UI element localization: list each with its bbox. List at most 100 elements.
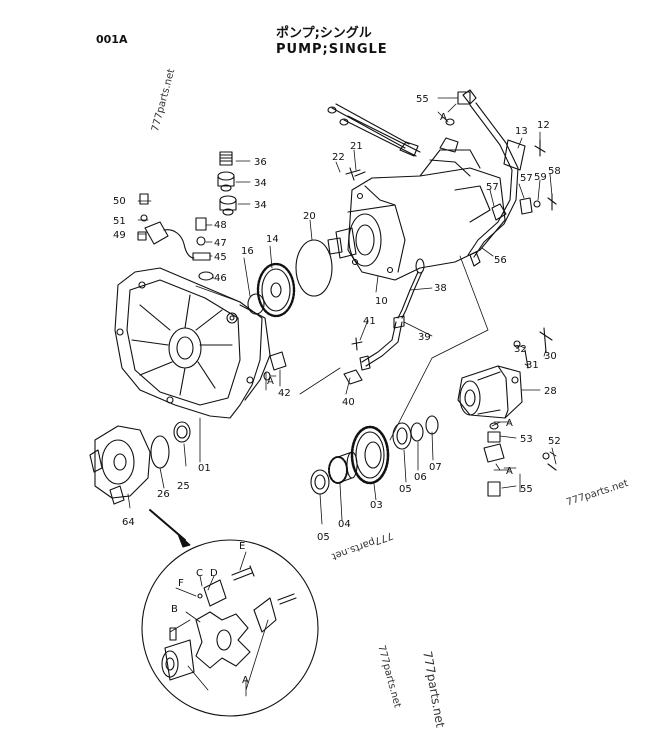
gear-03: [350, 425, 390, 485]
label-30: 30: [544, 351, 557, 362]
seal-25: [173, 421, 191, 443]
label-22: 22: [332, 152, 345, 163]
detail-bolt-E: [231, 565, 255, 581]
title-english: PUMP;SINGLE: [276, 42, 388, 57]
bolt-31: [524, 349, 529, 369]
label-53: 53: [520, 434, 533, 445]
label-26: 26: [157, 489, 170, 500]
label-48: 48: [214, 220, 227, 231]
ring-07: [425, 415, 439, 435]
sheet-code: 001A: [96, 33, 128, 46]
bolt-12: [534, 139, 546, 157]
bolt-22: [345, 167, 361, 181]
label-05a: 05: [317, 532, 330, 543]
oring-46: [198, 271, 214, 281]
plug-36: [219, 151, 233, 166]
label-31: 31: [526, 360, 539, 371]
label-A1: A: [440, 112, 447, 123]
label-57b: 57: [520, 173, 533, 184]
bracket-57b: [519, 197, 533, 215]
fitting-53: [487, 422, 501, 443]
plug-34b: [219, 195, 237, 216]
label-16: 16: [241, 246, 254, 257]
washer-59: [533, 200, 541, 208]
detail-spider-element: [195, 611, 251, 669]
fitting-48: [195, 217, 207, 231]
spacer-06: [410, 422, 424, 442]
ring-16: [247, 293, 265, 315]
tube-38: [397, 258, 425, 319]
pump-housing-01: [114, 267, 271, 419]
label-28: 28: [544, 386, 557, 397]
label-40: 40: [342, 397, 355, 408]
label-34a: 34: [254, 178, 267, 189]
detail-circle: [141, 539, 319, 717]
label-25: 25: [177, 481, 190, 492]
label-38: 38: [434, 283, 447, 294]
ring-26: [150, 435, 170, 469]
label-01: 01: [198, 463, 211, 474]
detail-arrow: [177, 533, 191, 548]
leader-lines: [127, 97, 557, 697]
label-E: E: [239, 541, 245, 552]
oring-47: [196, 236, 206, 246]
label-14: 14: [266, 234, 279, 245]
bracket-13: [503, 139, 526, 171]
bolt-42: [269, 351, 287, 371]
label-59: 59: [534, 172, 547, 183]
sensor-45: [192, 252, 211, 261]
label-20: 20: [303, 211, 316, 222]
label-55a: 55: [416, 94, 429, 105]
main-pump-body: [327, 137, 506, 281]
fitting-52: [483, 443, 557, 471]
label-C: C: [196, 568, 203, 579]
label-50: 50: [113, 196, 126, 207]
bearing-05b: [392, 422, 412, 450]
label-36: 36: [254, 157, 267, 168]
pilot-hose-56: [462, 89, 519, 267]
clamp-40: [343, 369, 363, 385]
washer-21: [354, 171, 366, 177]
label-57a: 57: [486, 182, 499, 193]
washer-32: [513, 340, 521, 348]
pipe-39: [359, 315, 405, 371]
plug-34a: [217, 171, 235, 192]
coupling-64: [89, 425, 151, 505]
detail-block-right: [253, 593, 297, 633]
label-41: 41: [363, 316, 376, 327]
label-F: F: [178, 578, 184, 589]
label-42: 42: [278, 388, 291, 399]
label-56: 56: [494, 255, 507, 266]
label-12: 12: [537, 120, 550, 131]
detail-hub: [161, 627, 195, 681]
label-64: 64: [122, 517, 135, 528]
label-45: 45: [214, 252, 227, 263]
oring-20: [295, 239, 333, 297]
bolt-58: [547, 193, 557, 211]
callout-labels: 01 03 04 05 05 06 07 10 12 13 14 16 20 2…: [113, 94, 561, 686]
control-rods: [327, 103, 421, 157]
fitting-55b: [487, 481, 501, 497]
label-03: 03: [370, 500, 383, 511]
label-34b: 34: [254, 200, 267, 211]
label-06: 06: [414, 472, 427, 483]
bolt-41: [351, 337, 363, 351]
gear-pump-28: [457, 365, 523, 419]
label-51: 51: [113, 216, 126, 227]
label-A3: A: [506, 418, 513, 429]
label-58: 58: [548, 166, 561, 177]
label-32: 32: [514, 344, 527, 355]
gear-14: [256, 262, 296, 318]
label-49: 49: [113, 230, 126, 241]
label-13: 13: [515, 126, 528, 137]
label-07: 07: [429, 462, 442, 473]
label-39: 39: [418, 332, 431, 343]
label-A4: A: [506, 466, 513, 477]
label-A5: A: [242, 675, 249, 686]
label-46: 46: [214, 273, 227, 284]
label-10: 10: [375, 296, 388, 307]
label-D: D: [210, 568, 218, 579]
sensor-assembly: [137, 193, 195, 259]
